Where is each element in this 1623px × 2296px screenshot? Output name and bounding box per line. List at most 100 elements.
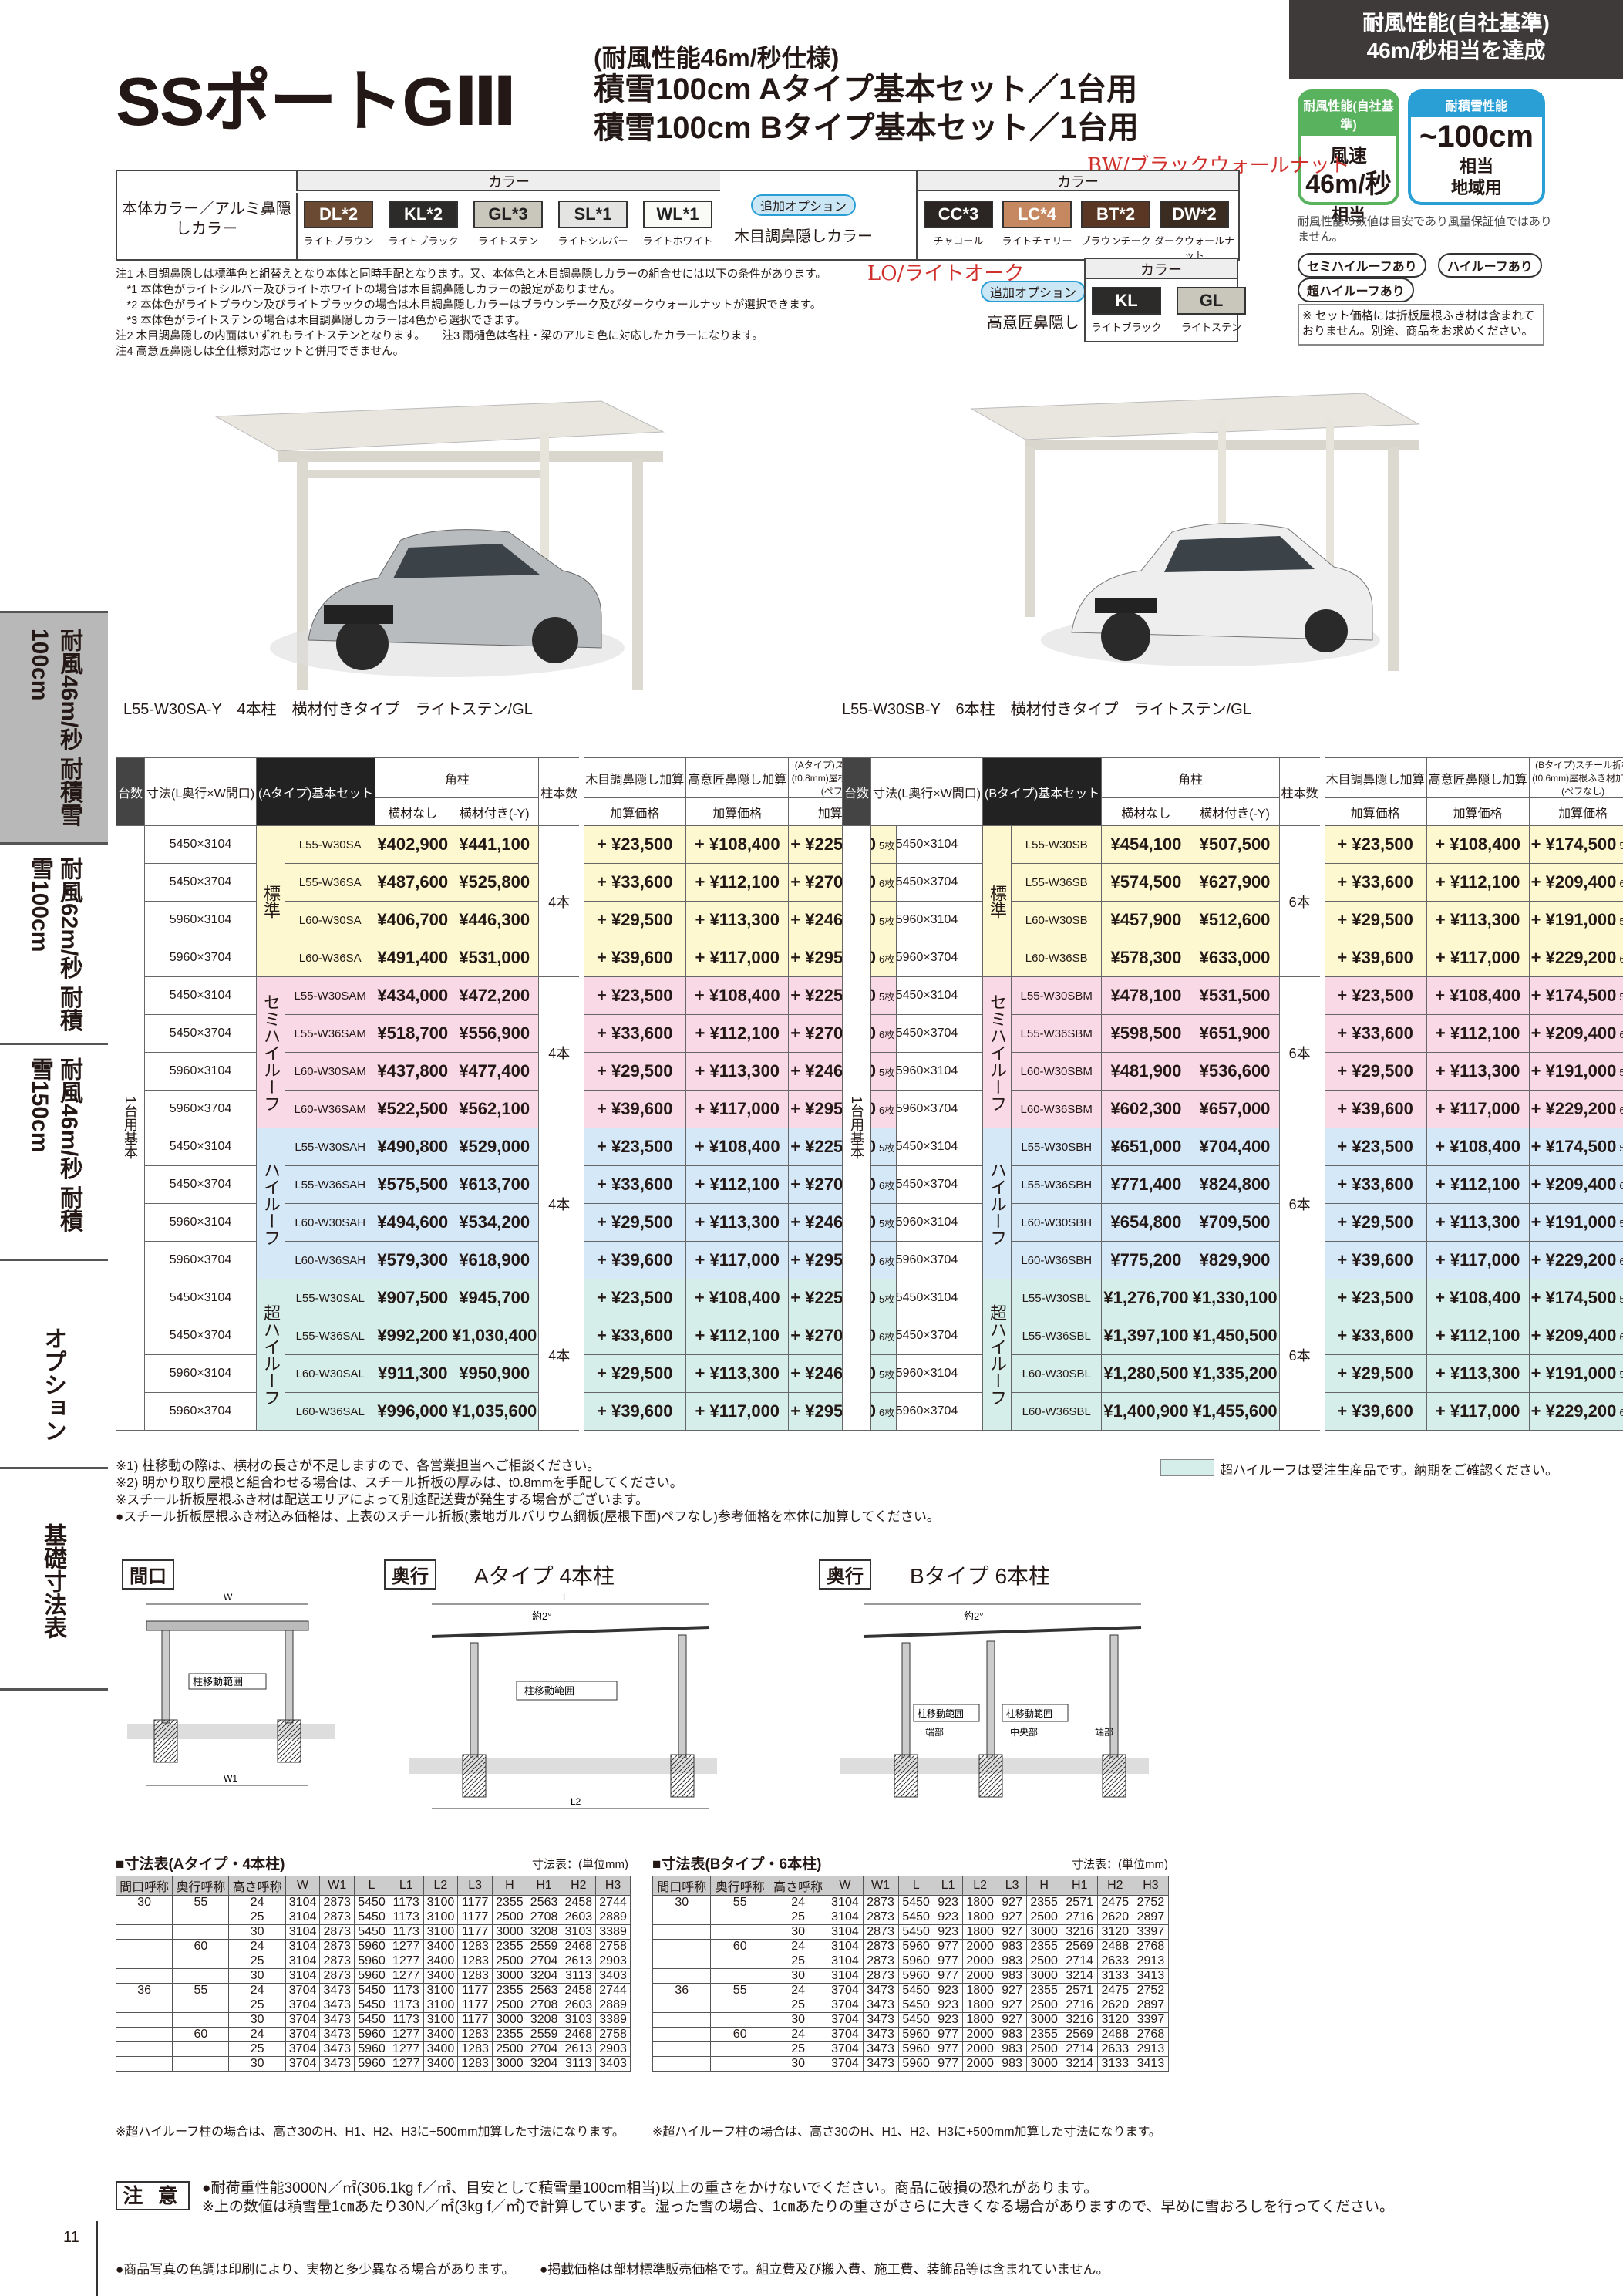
steel-add: + ¥174,500	[1528, 976, 1618, 1015]
price-ari: ¥1,335,200	[1190, 1354, 1280, 1393]
high-add: + ¥117,000	[685, 1090, 790, 1128]
model-cell: L55-W30SBM	[1011, 976, 1103, 1015]
dim-cell: 3400	[423, 1939, 459, 1954]
dim-header: 間口呼称	[652, 1876, 712, 1896]
steel-add: + ¥174,500	[1528, 1279, 1618, 1317]
size-cell: 5960×3704	[144, 939, 258, 977]
pillar-count: 4本	[538, 825, 582, 977]
size-cell: 5450×3104	[144, 976, 258, 1015]
subtitle-b: 積雪100cm Bタイプ基本セット／1台用	[594, 111, 1139, 145]
size-cell: 5450×3104	[870, 1128, 984, 1166]
dim-cell: 3473	[319, 2027, 355, 2042]
high-add: + ¥117,000	[1426, 1241, 1530, 1279]
dim-cell: 1800	[961, 1983, 998, 1998]
dim-cell: 3104	[285, 1895, 321, 1910]
high-add: + ¥112,100	[1426, 863, 1530, 902]
dim-cell	[652, 2041, 712, 2057]
col-pillar: 柱本数	[1278, 757, 1323, 826]
dim-cell: 3389	[595, 2012, 631, 2028]
side-tab-2[interactable]: 耐風62m/秒 耐積雪100cm	[0, 842, 108, 1043]
price-ari: ¥945,700	[450, 1279, 540, 1317]
model-cell: L55-W30SBH	[1011, 1128, 1103, 1166]
dim-cell: 24	[768, 1939, 828, 1954]
dim-cell: 1277	[388, 2027, 424, 2042]
size-cell: 5960×3104	[870, 1052, 984, 1091]
high-add: + ¥117,000	[1426, 1090, 1530, 1128]
side-tab-active[interactable]: 耐風46m/秒 耐積雪100cm	[0, 611, 108, 842]
price-ari: ¥507,500	[1190, 825, 1280, 864]
dim-cell: 5450	[897, 1924, 934, 1940]
size-cell: 5960×3704	[144, 1241, 258, 1279]
dim-cell: 2500	[492, 2041, 527, 2057]
price-table-a: 台数寸法(L奥行×W間口)(Aタイプ)基本セット角柱柱本数木目調鼻隠し加算高意匠…	[115, 757, 897, 1431]
col-kasan-high: 加算価格	[685, 797, 790, 826]
dim-cell: 1800	[961, 2012, 998, 2028]
dim-cell: 3704	[827, 2041, 864, 2057]
dim-cell	[652, 2012, 712, 2028]
dim-cell: 2000	[961, 2056, 998, 2072]
side-tab-3[interactable]: 耐風46m/秒 耐積雪150cm	[0, 1043, 108, 1259]
dim-cell: 2873	[862, 1968, 899, 1984]
wood-color-name: ブラウンチーク	[1080, 235, 1151, 247]
col-wood: 木目調鼻隠し加算	[579, 757, 687, 798]
size-cell: 5960×3704	[870, 1392, 984, 1431]
dim-header: H2	[1096, 1876, 1133, 1896]
high-add: + ¥113,300	[685, 901, 790, 939]
dim-cell: 1277	[388, 1939, 424, 1954]
dim-cell: 30	[228, 2056, 286, 2072]
wind-box-l2: 46m/秒	[1305, 170, 1392, 199]
dim-cell: 2714	[1061, 1954, 1098, 1969]
dim-cell: 983	[997, 1939, 1027, 1954]
dim-cell	[172, 1910, 230, 1925]
steel-add: + ¥229,200	[1528, 939, 1618, 977]
dim-cell: 36	[652, 1983, 712, 1998]
dim-cell: 1800	[961, 1924, 998, 1940]
model-cell: L55-W30SAL	[285, 1279, 376, 1317]
dim-cell: 1177	[457, 1895, 493, 1910]
size-cell: 5960×3104	[870, 901, 984, 939]
dim-cell: 2500	[1025, 1954, 1062, 1969]
dim-cell: 2752	[1132, 1983, 1170, 1998]
price-ari: ¥1,455,600	[1190, 1392, 1280, 1431]
col-count: 台数	[841, 757, 872, 826]
price-nashi: ¥579,300	[375, 1241, 451, 1279]
wood-add: + ¥33,600	[1319, 1165, 1427, 1204]
dim-cell	[115, 1954, 173, 1969]
legend-text: 超ハイルーフは受注生産品です。納期をご確認ください。	[1220, 1463, 1558, 1478]
dim-header: H	[492, 1876, 527, 1896]
dim-cell: 30	[768, 2056, 828, 2072]
dim-cell: 30	[768, 2012, 828, 2028]
body-color-name: ライトホワイト	[642, 235, 713, 247]
col-size: 寸法(L奥行×W間口)	[870, 757, 984, 826]
wood-add: + ¥39,600	[1319, 939, 1427, 977]
side-tab-4[interactable]: オプション	[0, 1259, 108, 1467]
side-tab-5[interactable]: 基礎寸法表	[0, 1467, 108, 1691]
dim-cell: 3214	[1061, 1968, 1098, 1984]
wind-box-l1: 風速	[1330, 146, 1367, 167]
dim-cell: 927	[997, 1983, 1027, 1998]
dim-cell: 2571	[1061, 1983, 1098, 1998]
model-cell: L55-W36SAM	[285, 1014, 376, 1053]
dim-cell: 3100	[423, 1924, 459, 1940]
dim-cell: 5450	[897, 2012, 934, 2028]
price-nashi: ¥454,100	[1101, 825, 1191, 864]
dim-cell: 25	[768, 1954, 828, 1969]
dim-cell: 30	[228, 1968, 286, 1984]
high-add: + ¥108,400	[685, 1128, 790, 1166]
pill-super-high: 超ハイルーフあり	[1298, 278, 1414, 302]
dim-cell: 5450	[897, 1910, 934, 1925]
dim-header: W1	[862, 1876, 899, 1896]
dim-cell: 2488	[1096, 2027, 1133, 2042]
col-ari: 横材付き(-Y)	[450, 797, 540, 826]
note-5: 注2 木目調鼻隠しの内面はいずれもライトステンとなります。 注3 雨樋色は各柱・…	[116, 330, 763, 342]
side-tab-label-2: 耐風62m/秒 耐積雪100cm	[27, 857, 82, 1032]
dim-cell: 3204	[526, 2056, 562, 2072]
wind-box-l3: 相当	[1331, 205, 1365, 224]
col-kasan-wood: 加算価格	[1319, 797, 1427, 826]
price-nashi: ¥911,300	[375, 1354, 451, 1393]
size-cell: 5960×3704	[144, 1090, 258, 1128]
